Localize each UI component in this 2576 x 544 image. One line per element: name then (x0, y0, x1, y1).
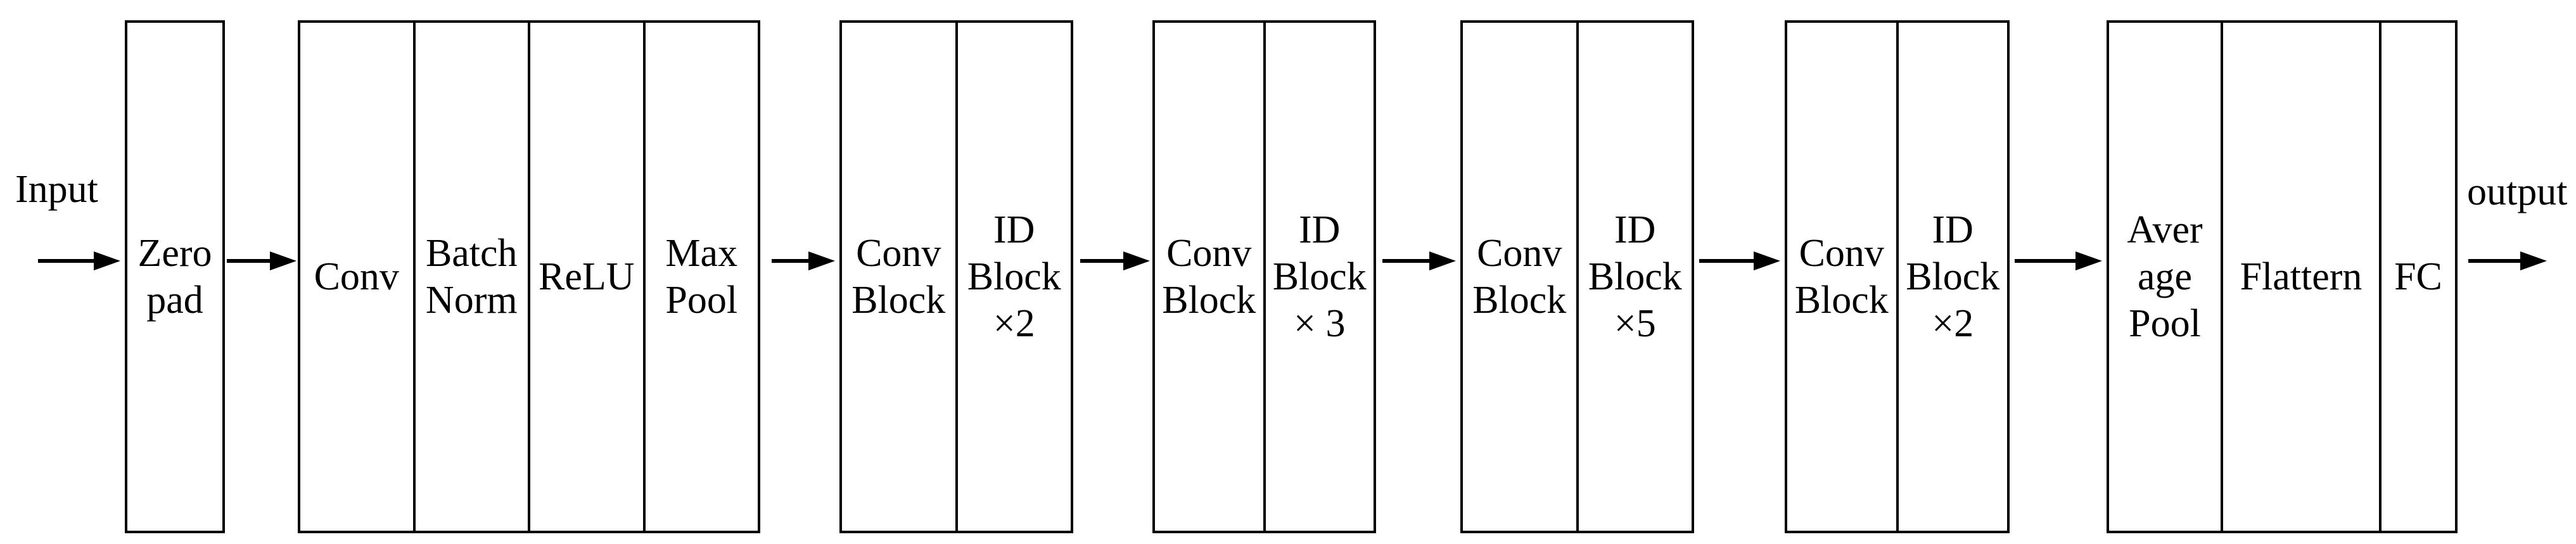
arrow-shaft (772, 259, 813, 263)
arrow-shaft (38, 259, 99, 263)
block-group-zero-pad: Zero pad (125, 20, 225, 533)
cell-label-line: Block (967, 255, 1061, 298)
cell-label-line: Conv (1166, 232, 1252, 275)
flow-arrow-4 (1382, 251, 1456, 270)
cell-label-line: Batch (425, 232, 518, 275)
cell-label-line: ×2 (993, 302, 1035, 345)
cell-label: ID Block ×2 (967, 206, 1061, 347)
flow-arrow-input (38, 251, 120, 270)
arrow-shaft (227, 259, 275, 263)
cell-label-line: Block (851, 279, 946, 322)
cell-label-line: ID (993, 208, 1035, 251)
block-cell-average-pool: Aver age Pool (2109, 23, 2221, 531)
cell-label: Max Pool (665, 230, 737, 324)
arrowhead-icon (2075, 251, 2102, 270)
cell-label-line: FC (2394, 255, 2442, 298)
cell-label-line: Block (1272, 255, 1367, 298)
cell-label: Batch Norm (426, 230, 518, 324)
cell-label-line: Max (665, 232, 738, 275)
arrowhead-icon (94, 251, 120, 270)
block-cell-conv: Conv (300, 23, 413, 531)
cell-label: FC (2394, 253, 2442, 300)
block-group-stage-3: Conv Block ID Block ×5 (1460, 20, 1694, 533)
cell-label-line: Block (1906, 255, 2000, 298)
block-cell-fc: FC (2379, 23, 2455, 531)
block-cell-conv-block: Conv Block (842, 23, 955, 531)
arrowhead-icon (1429, 251, 1456, 270)
cell-label-line: age (2137, 255, 2193, 298)
arrow-shaft (1382, 259, 1434, 263)
flow-arrow-output (2468, 251, 2547, 270)
arrowhead-icon (270, 251, 296, 270)
block-cell-id-block: ID Block × 3 (1263, 23, 1374, 531)
block-cell-max-pool: Max Pool (642, 23, 758, 531)
cell-label: Zero pad (137, 230, 212, 324)
cell-label: Flattern (2240, 253, 2362, 300)
cell-label-line: Zero (137, 232, 212, 275)
cell-label: Aver age Pool (2127, 206, 2202, 347)
cell-label-line: Conv (856, 232, 941, 275)
arrow-shaft (2468, 259, 2525, 263)
cell-label-line: Norm (425, 279, 518, 322)
cell-label-line: Conv (314, 255, 399, 298)
cell-label-line: Pool (2129, 302, 2201, 345)
output-label: output (2467, 170, 2568, 213)
cell-label-line: Block (1472, 279, 1567, 322)
cell-label: Conv Block (1472, 230, 1566, 324)
cell-label: Conv (314, 253, 399, 300)
cell-label-line: Pool (665, 279, 738, 322)
cell-label: ReLU (539, 253, 635, 300)
block-cell-relu: ReLU (528, 23, 643, 531)
flow-arrow-3 (1080, 251, 1150, 270)
arrowhead-icon (1754, 251, 1780, 270)
cell-label: Conv Block (1795, 230, 1889, 324)
block-cell-conv-block: Conv Block (1155, 23, 1263, 531)
block-group-head: Aver age Pool Flattern FC (2107, 20, 2458, 533)
arrowhead-icon (1123, 251, 1150, 270)
block-group-stem: Conv Batch Norm ReLU Max Pool (298, 20, 760, 533)
block-group-stage-1: Conv Block ID Block ×2 (839, 20, 1073, 533)
flow-arrow-6 (2015, 251, 2102, 270)
cell-label-line: Block (1794, 279, 1889, 322)
cell-label: ID Block × 3 (1273, 206, 1367, 347)
flow-arrow-1 (227, 251, 296, 270)
arrow-shaft (1699, 259, 1759, 263)
block-cell-id-block: ID Block ×2 (955, 23, 1071, 531)
cell-label-line: pad (146, 279, 203, 322)
cell-label-line: ×2 (1932, 302, 1974, 345)
arrowhead-icon (808, 251, 835, 270)
block-cell-id-block: ID Block ×2 (1896, 23, 2008, 531)
block-cell-flattern: Flattern (2221, 23, 2379, 531)
flow-arrow-2 (772, 251, 835, 270)
block-cell-conv-block: Conv Block (1463, 23, 1576, 531)
cell-label-line: Block (1588, 255, 1682, 298)
cell-label-line: ×5 (1614, 302, 1656, 345)
input-label: Input (15, 168, 98, 211)
cell-label-line: ReLU (538, 255, 635, 298)
cell-label: Conv Block (851, 230, 945, 324)
block-cell-zero-pad: Zero pad (127, 23, 222, 531)
block-group-stage-2: Conv Block ID Block × 3 (1152, 20, 1376, 533)
cell-label-line: ID (1614, 208, 1656, 251)
cell-label-line: Flattern (2240, 255, 2362, 298)
cell-label-line: Conv (1477, 232, 1562, 275)
cell-label-line: ID (1932, 208, 1973, 251)
cell-label-line: Aver (2127, 208, 2203, 251)
flow-arrow-5 (1699, 251, 1780, 270)
cell-label: ID Block ×2 (1906, 206, 1999, 347)
arrow-shaft (2015, 259, 2081, 263)
cell-label-line: × 3 (1294, 302, 1346, 345)
block-cell-id-block: ID Block ×5 (1576, 23, 1692, 531)
block-group-stage-4: Conv Block ID Block ×2 (1785, 20, 2010, 533)
arrow-shaft (1080, 259, 1128, 263)
cell-label-line: ID (1299, 208, 1341, 251)
cell-label: Conv Block (1162, 230, 1256, 324)
arrowhead-icon (2520, 251, 2547, 270)
cell-label-line: Block (1162, 279, 1256, 322)
block-cell-batch-norm: Batch Norm (412, 23, 528, 531)
block-cell-conv-block: Conv Block (1787, 23, 1896, 531)
cell-label: ID Block ×5 (1588, 206, 1682, 347)
cell-label-line: Conv (1799, 232, 1884, 275)
